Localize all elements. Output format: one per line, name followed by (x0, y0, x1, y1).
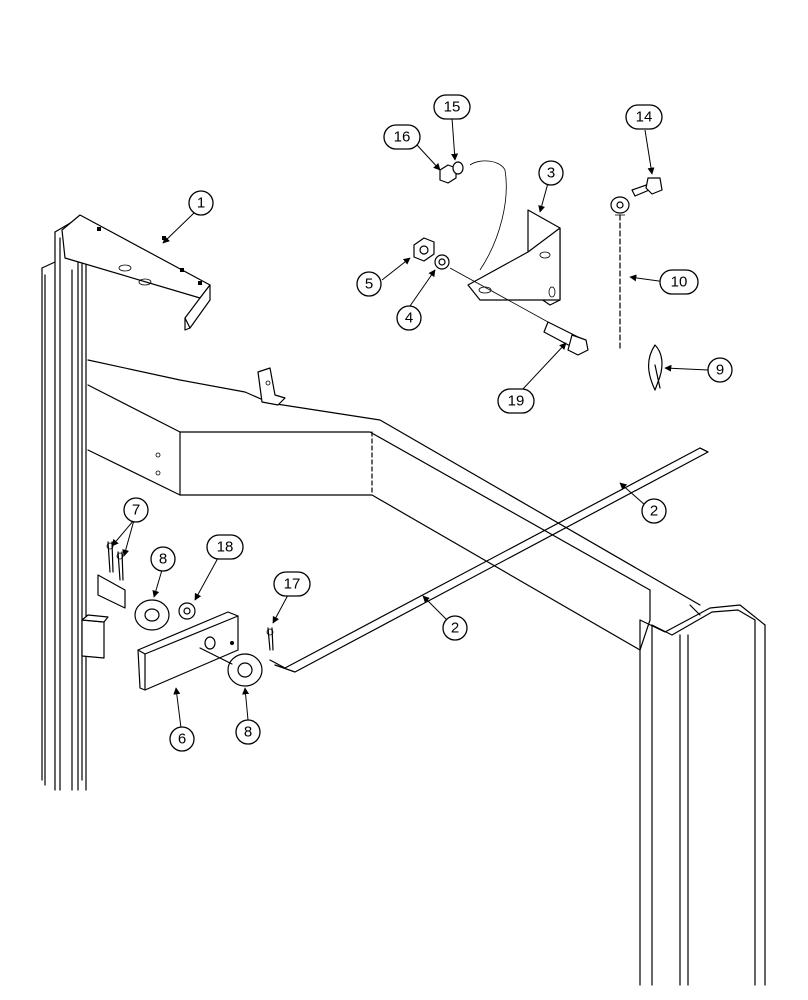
callout-label: 19 (508, 393, 525, 410)
callout-18: 18 (206, 534, 244, 560)
mounting-bracket (61, 214, 211, 331)
callout-1: 1 (188, 190, 214, 216)
fasteners (413, 161, 464, 270)
callout-label: 1 (197, 195, 205, 212)
rod (269, 447, 709, 673)
callout-label: 5 (365, 276, 373, 293)
callout-8b: 8 (235, 719, 261, 745)
callout-label: 8 (244, 724, 252, 741)
callout-3: 3 (538, 160, 564, 186)
callout-5: 5 (356, 271, 382, 297)
callout-7: 7 (123, 497, 149, 523)
callout-label: 18 (217, 539, 234, 556)
chain (610, 196, 630, 351)
callout-label: 9 (716, 362, 724, 379)
angle-bracket (467, 160, 561, 306)
callout-19: 19 (497, 388, 535, 414)
callout-4: 4 (396, 305, 422, 331)
callout-15: 15 (433, 94, 471, 120)
callout-10: 10 (659, 269, 699, 295)
callout-label: 17 (284, 576, 301, 593)
callout-label: 15 (444, 99, 461, 116)
hair-pin (648, 344, 663, 391)
callout-label: 7 (132, 502, 140, 519)
callout-6: 6 (169, 726, 195, 752)
left-upright-post (41, 221, 109, 791)
callout-label: 14 (636, 109, 653, 126)
cross-beam (87, 359, 701, 651)
leader-lines (111, 117, 709, 729)
pin-plate-assembly (134, 599, 263, 691)
callout-label: 6 (178, 731, 186, 748)
callout-label: 3 (547, 165, 555, 182)
callout-16: 16 (383, 124, 421, 150)
callout-9: 9 (707, 357, 733, 383)
right-upright-post (639, 604, 766, 986)
callout-2a: 2 (641, 498, 667, 524)
callout-17: 17 (273, 571, 311, 597)
callout-8a: 8 (150, 546, 176, 572)
callout-label: 2 (650, 503, 658, 520)
bolt (449, 267, 589, 356)
callout-label: 8 (159, 551, 167, 568)
callout-label: 16 (394, 129, 411, 146)
callout-label: 2 (451, 620, 459, 637)
small-bolt (631, 177, 663, 197)
callout-label: 4 (405, 310, 413, 327)
callout-label: 10 (671, 274, 688, 291)
callout-14: 14 (625, 104, 663, 130)
callout-2b: 2 (442, 615, 468, 641)
